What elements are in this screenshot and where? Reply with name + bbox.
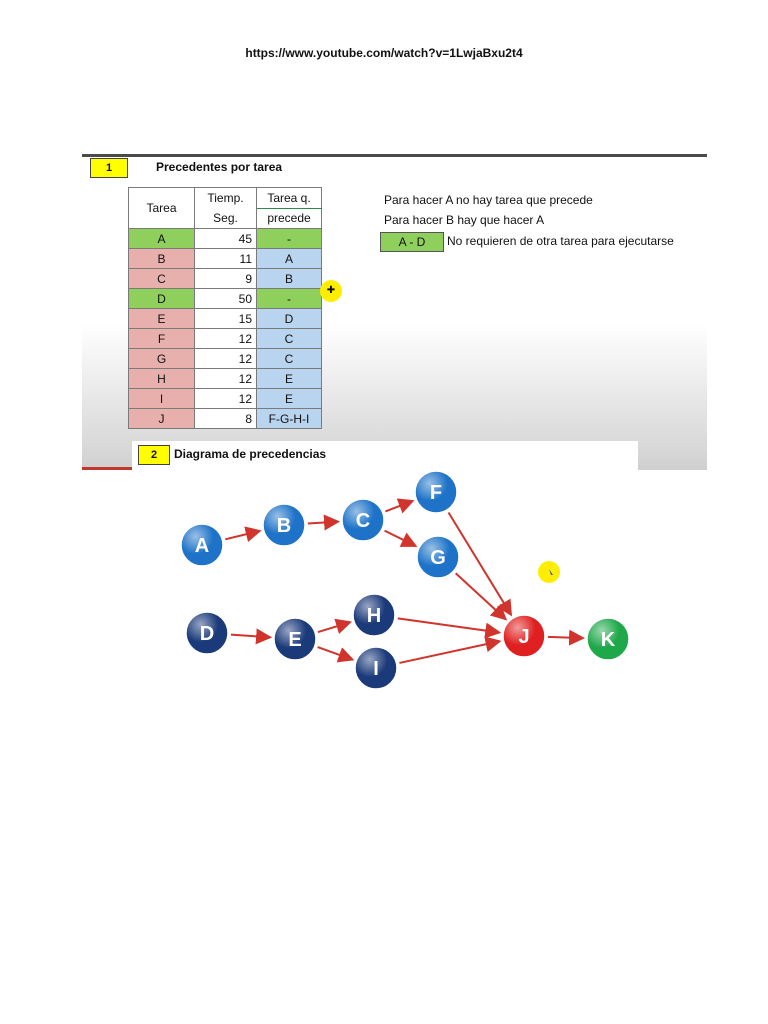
cell-tiempo: 12	[194, 368, 257, 389]
node-G: G	[416, 535, 460, 579]
node-label: E	[288, 629, 301, 651]
sheet-tab-marker	[82, 467, 132, 470]
node-C: C	[341, 498, 385, 542]
cell-precede: -	[256, 288, 322, 309]
node-label: B	[277, 515, 291, 537]
node-label: G	[430, 547, 446, 569]
section-title-2: Diagrama de precedencias	[174, 447, 327, 461]
edge-A-B	[225, 526, 262, 543]
edge-H-J	[397, 617, 502, 639]
cell-tarea: J	[128, 408, 195, 429]
edge-G-J	[454, 572, 508, 621]
node-I: I	[354, 646, 398, 690]
cell-tarea: E	[128, 308, 195, 329]
col-header-tiempo-unit: Seg.	[194, 208, 257, 229]
note-independent: No requieren de otra tarea para ejecutar…	[447, 234, 674, 248]
cursor-highlight-icon: ✚	[320, 280, 342, 302]
note-a: Para hacer A no hay tarea que precede	[384, 193, 593, 207]
col-header-precede-l2: precede	[256, 207, 322, 229]
edge-D-E	[230, 628, 273, 645]
cell-precede: E	[256, 368, 322, 389]
cell-tarea: F	[128, 328, 195, 349]
precedence-diagram: 2 Diagrama de precedencias A B C F G D E H I J K	[132, 441, 638, 696]
cell-tiempo: 12	[194, 388, 257, 409]
tasks-chip: A - D	[380, 232, 444, 252]
node-label: A	[195, 535, 209, 557]
toolbar-edge	[82, 154, 707, 157]
node-E: E	[273, 617, 317, 661]
node-label: C	[356, 510, 370, 532]
cell-precede: A	[256, 248, 322, 269]
col-header-tiempo: Tiemp.	[194, 187, 257, 208]
cell-precede: C	[256, 348, 322, 369]
cell-tiempo: 11	[194, 248, 257, 269]
pointer-icon	[549, 569, 553, 575]
section-badge-2: 2	[138, 445, 170, 465]
node-F: F	[414, 470, 458, 514]
cell-tarea: C	[128, 268, 195, 289]
cell-precede: E	[256, 388, 322, 409]
cell-tarea: H	[128, 368, 195, 389]
cell-tiempo: 15	[194, 308, 257, 329]
cell-tiempo: 9	[194, 268, 257, 289]
node-label: H	[367, 605, 381, 627]
cell-tarea: I	[128, 388, 195, 409]
cell-tarea: B	[128, 248, 195, 269]
node-B: B	[262, 503, 306, 547]
edge-F-J	[447, 511, 513, 617]
cell-tarea: G	[128, 348, 195, 369]
section-badge-1: 1	[90, 158, 128, 178]
cell-tiempo: 12	[194, 348, 257, 369]
cell-tarea: D	[128, 288, 195, 309]
node-A: A	[180, 523, 224, 567]
spreadsheet-screenshot: 1 Precedentes por tarea Tarea Tiemp. Tar…	[82, 154, 707, 470]
edge-C-G	[384, 529, 418, 547]
cell-precede: -	[256, 228, 322, 249]
col-header-precede: Tarea q.	[256, 187, 322, 209]
edge-C-F	[385, 498, 415, 514]
edge-B-C	[307, 514, 341, 531]
edge-E-I	[317, 646, 355, 663]
edge-I-J	[399, 636, 502, 664]
cell-precede: B	[256, 268, 322, 289]
cell-tiempo: 8	[194, 408, 257, 429]
cell-precede: C	[256, 328, 322, 349]
cell-tarea: A	[128, 228, 195, 249]
node-label: K	[601, 629, 616, 651]
source-url[interactable]: https://www.youtube.com/watch?v=1LwjaBxu…	[245, 46, 523, 60]
cursor-highlight-icon	[538, 561, 560, 583]
node-H: H	[352, 593, 396, 637]
node-label: F	[430, 482, 442, 504]
cell-precede: D	[256, 308, 322, 329]
node-J: J	[502, 614, 546, 658]
section-title-1: Precedentes por tarea	[156, 160, 283, 174]
cell-precede: F-G-H-I	[256, 408, 322, 429]
node-label: D	[200, 623, 214, 645]
node-label: I	[373, 658, 379, 680]
col-header-tarea: Tarea	[128, 187, 195, 229]
node-K: K	[586, 617, 630, 661]
cell-tiempo: 50	[194, 288, 257, 309]
node-D: D	[185, 611, 229, 655]
network-graph: A B C F G D E H I J K	[180, 470, 630, 690]
note-b: Para hacer B hay que hacer A	[384, 213, 545, 227]
node-label: J	[518, 626, 529, 648]
cell-tiempo: 12	[194, 328, 257, 349]
edge-J-K	[547, 629, 586, 646]
edge-E-H	[317, 618, 352, 634]
cell-tiempo: 45	[194, 228, 257, 249]
